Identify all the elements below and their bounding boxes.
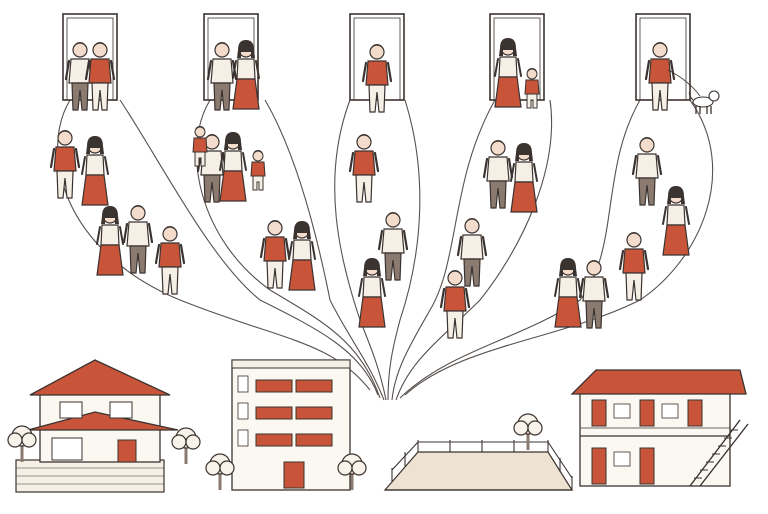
dog-icon xyxy=(688,90,720,114)
apartment-complex-icon xyxy=(570,369,749,487)
empty-land-icon xyxy=(383,413,574,491)
crowd xyxy=(49,125,690,340)
doorway-1 xyxy=(62,13,118,112)
doorway-4 xyxy=(489,13,545,109)
apartment-icon xyxy=(205,359,367,491)
doorway-3 xyxy=(349,13,405,114)
doorway-5 xyxy=(635,13,720,114)
house-icon xyxy=(7,359,201,493)
doorway-2 xyxy=(203,13,260,112)
